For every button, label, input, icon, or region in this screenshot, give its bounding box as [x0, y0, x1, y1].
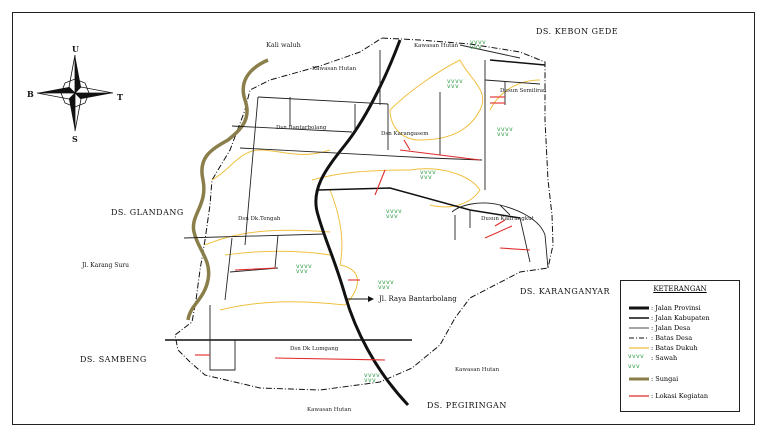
- label-kawasan-hutan-s: Kawasan Hutan: [307, 407, 352, 413]
- activity-locations: [195, 96, 531, 361]
- region-kebon-gede: DS. KEBON GEDE: [536, 27, 619, 36]
- map-frame: [12, 12, 755, 425]
- hamlet-dk-tengah: Dsn Dk.Tengah: [238, 216, 281, 222]
- legend-symbol-sungai: [629, 377, 649, 381]
- legend-item: : Lokasi Kegiatan: [625, 391, 737, 401]
- village-boundary: [174, 37, 554, 391]
- compass-east: T: [117, 92, 123, 102]
- river-kali-waluh: [186, 58, 269, 321]
- hamlet-karangasem: Dsn Karangasem: [381, 131, 429, 137]
- hamlet-semiliran: Dusun Semiliran: [500, 88, 547, 94]
- legend-item: : Sungai: [625, 374, 737, 384]
- legend-symbol-lokasi-kegiatan: [629, 395, 649, 397]
- label-kawasan-hutan-nw: Kawasan Hutan: [312, 66, 357, 72]
- region-glandang: DS. GLANDANG: [111, 208, 184, 217]
- legend-symbol-jalan-kabupaten: [629, 317, 649, 319]
- hamlet-bantarbolang: Dsn Bantarbolang: [276, 125, 327, 131]
- hamlet-boundaries: [204, 59, 541, 311]
- legend: KETERANGAN : Jalan Provinsi : Jalan Kabu…: [620, 280, 740, 412]
- legend-title: KETERANGAN: [653, 285, 707, 293]
- legend-item: : Batas Dukuh: [625, 343, 737, 353]
- compass-west: B: [27, 89, 34, 99]
- jl-raya-arrow: [345, 296, 374, 302]
- legend-item: : Batas Desa: [625, 333, 737, 343]
- label-jl-karang-suru: Jl. Karang Suru: [82, 262, 129, 269]
- legend-symbol-batas-desa: [629, 337, 649, 339]
- hamlet-dk-lumgang: Dsn Dk Lumgang: [290, 346, 339, 352]
- legend-item: : Jalan Kabupaten: [625, 313, 737, 323]
- legend-symbol-jalan-desa: [629, 327, 649, 329]
- region-karanganyar: DS. KARANGANYAR: [520, 287, 611, 296]
- label-kawasan-hutan-se: Kawasan Hutan: [455, 367, 500, 373]
- legend-symbol-jalan-provinsi: [629, 306, 649, 310]
- roads-kabupaten: [165, 59, 546, 341]
- region-pegiringan: DS. PEGIRINGAN: [427, 401, 507, 410]
- region-sambeng: DS. SAMBENG: [80, 355, 147, 364]
- legend-item: : Jalan Provinsi: [625, 303, 737, 313]
- compass-rose: [36, 54, 114, 132]
- compass-north: U: [72, 44, 79, 54]
- label-jl-raya-bantarbolang: Jl. Raya Bantarbolang: [379, 295, 457, 303]
- hamlet-kalirungkut: Dusun Kalirungkut: [481, 216, 534, 222]
- legend-item: : Jalan Desa: [625, 323, 737, 333]
- label-kawasan-hutan-n: Kawasan Hutan: [414, 43, 459, 49]
- road-provinsi: [314, 39, 410, 407]
- legend-symbol-batas-dukuh: [629, 347, 649, 349]
- label-kali-waluh: Kali waluh: [266, 41, 301, 49]
- compass-south: S: [72, 134, 78, 144]
- roads-desa: [183, 44, 549, 371]
